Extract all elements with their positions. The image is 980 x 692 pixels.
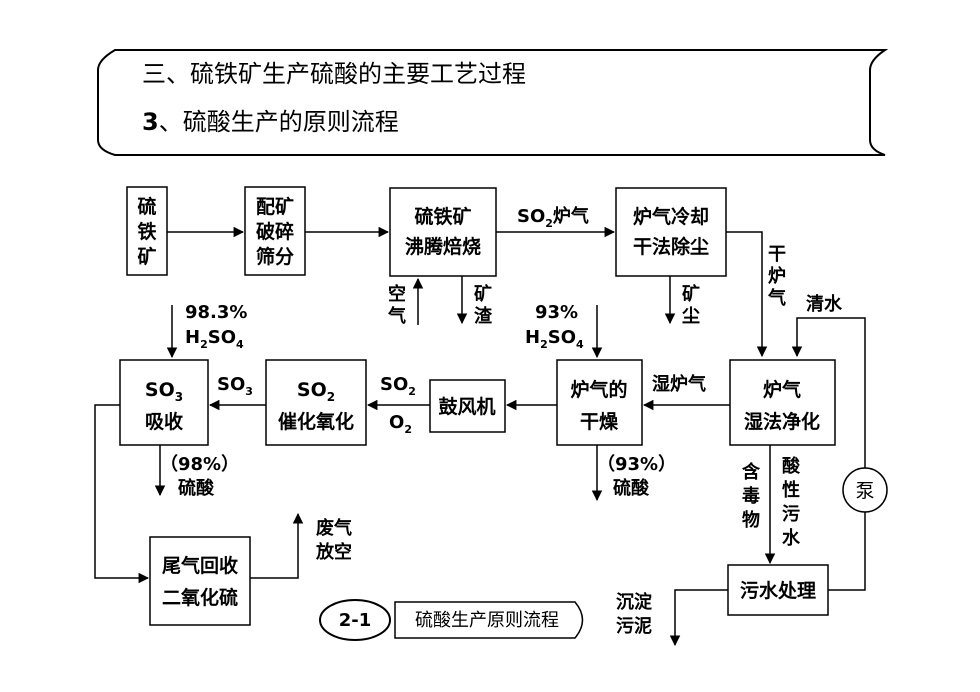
line-waste-pump	[828, 512, 866, 591]
roast-line1: 硫铁矿	[414, 205, 471, 228]
cool-line2: 干法除尘	[633, 235, 709, 258]
label-acidwater-4: 水	[782, 527, 801, 549]
label-toxic-3: 物	[742, 509, 760, 531]
label-clear-water: 清水	[806, 293, 843, 315]
caption-text: 硫酸生产原则流程	[415, 610, 559, 631]
label-out93-pct: （93%）	[597, 454, 676, 475]
label-wet-gas: 湿炉气	[652, 373, 706, 395]
label-acid93-pct: 93%	[535, 302, 578, 323]
roast-line2: 沸腾焙烧	[405, 235, 481, 258]
label-toxic-2: 毒	[742, 485, 760, 507]
arrow-sediment	[669, 589, 728, 647]
label-exhaust-1: 废气	[316, 517, 352, 539]
arrow-cool-wet	[726, 231, 768, 358]
label-acid93-formula: H2SO4	[525, 327, 584, 351]
label-dust-2: 尘	[682, 306, 700, 327]
box-crush	[244, 186, 306, 276]
tail-line2: 二氧化硫	[162, 586, 238, 609]
wet-line1: 炉气	[763, 378, 801, 401]
crush-line1: 配矿	[256, 195, 294, 218]
oxid-line1: SO2	[297, 379, 335, 404]
oxid-line2: 催化氧化	[278, 410, 354, 433]
header-line1: 三、硫铁矿生产硫酸的主要工艺过程	[142, 60, 526, 88]
label-so3-flow: SO3	[217, 374, 253, 398]
label-acidwater-1: 酸	[782, 455, 801, 477]
dry-line2: 干燥	[580, 411, 619, 433]
box-wet	[729, 359, 836, 446]
pyrite-char3: 矿	[137, 245, 156, 268]
label-slag-1: 矿	[474, 283, 492, 305]
label-acid983-formula: H2SO4	[185, 327, 244, 351]
absorb-line1: SO3	[145, 379, 183, 404]
label-out98-pct: （98%）	[160, 454, 239, 475]
pyrite-char2: 铁	[137, 220, 156, 243]
label-out93-name: 硫酸	[613, 477, 650, 499]
label-so2-gas: SO2炉气	[517, 205, 589, 230]
label-exhaust-2: 放空	[315, 541, 352, 563]
label-toxic-1: 含	[742, 461, 761, 483]
crush-line3: 筛分	[256, 245, 294, 268]
label-o2-flow: O2	[389, 412, 412, 436]
box-tail	[149, 536, 251, 626]
box-cool	[615, 187, 727, 277]
absorb-line2: 吸收	[145, 410, 183, 433]
label-sediment-1: 沉淀	[616, 591, 653, 613]
label-dust-1: 矿	[682, 283, 700, 305]
label-acidwater-3: 污	[782, 504, 800, 525]
box-oxid	[265, 359, 367, 446]
box-blower	[429, 379, 506, 433]
arrow-pump-wet	[791, 317, 866, 468]
label-slag-2: 渣	[474, 305, 493, 327]
tail-line1: 尾气回收	[162, 554, 238, 577]
arrow-absorb-tail	[94, 404, 150, 584]
label-air-2: 气	[387, 305, 406, 327]
blower-label: 鼓风机	[438, 395, 495, 418]
box-absorb	[119, 359, 209, 446]
pyrite-char1: 硫	[137, 195, 156, 218]
box-dry	[556, 359, 643, 446]
dry-line1: 炉气的	[570, 378, 627, 401]
header-line2: 3、硫酸生产的原则流程	[142, 108, 399, 136]
pump-label: 泵	[855, 480, 874, 502]
label-so2-flow: SO2	[380, 374, 416, 398]
box-roast	[389, 187, 497, 277]
box-pyrite	[126, 186, 168, 276]
wet-line2: 湿法净化	[744, 410, 820, 433]
crush-line2: 破碎	[256, 220, 294, 243]
label-drygas-1: 干	[768, 244, 786, 265]
label-drygas-3: 气	[767, 287, 786, 309]
label-out98-name: 硫酸	[178, 477, 215, 499]
waste-label: 污水处理	[740, 579, 816, 602]
label-acid983-pct: 98.3%	[185, 302, 247, 323]
header-frame	[97, 49, 889, 156]
label-sediment-2: 污泥	[616, 615, 652, 637]
cool-line1: 炉气冷却	[633, 205, 709, 228]
label-drygas-2: 炉	[768, 265, 786, 287]
caption: 2-1 硫酸生产原则流程	[319, 599, 584, 641]
label-air-1: 空	[388, 283, 406, 305]
arrow-exhaust	[250, 512, 304, 579]
label-acidwater-2: 性	[782, 479, 800, 501]
caption-num: 2-1	[339, 610, 372, 631]
